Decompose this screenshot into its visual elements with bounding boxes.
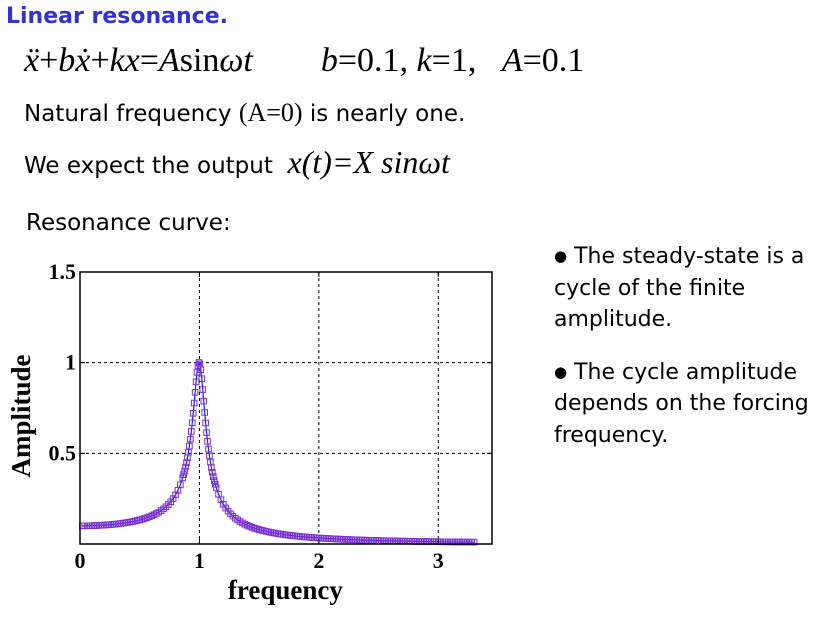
data-point [470,538,478,546]
y-axis-label: Amplitude [6,354,36,477]
data-point [206,452,213,460]
natural-frequency-text: Natural frequency (A=0) is nearly one. [24,98,466,127]
data-point [209,473,217,481]
series-line [82,361,475,543]
data-point [202,419,209,427]
data-point [195,359,203,366]
x-axis-label: frequency [228,575,343,605]
bullet-item-1: ●The steady-state is a cycle of the fini… [554,244,805,332]
data-point [182,463,189,471]
bullet-dot-icon: ● [554,247,568,265]
data-point [203,429,210,436]
data-point [210,477,218,484]
bullet-item-2: ●The cycle amplitude depends on the forc… [554,359,809,448]
expected-output-text: We expect the output x(t)=X sinωt [24,144,450,180]
y-tick-label: 1.5 [49,259,77,284]
slide-title: Linear resonance. [6,4,228,29]
data-point [186,442,193,450]
expected-output-math: x(t)=X sinωt [287,144,450,180]
data-point [189,409,197,417]
equation-of-motion: ẍ+bẋ+kx=Asinωt b=0.1, k=1, A=0.1 [24,42,585,79]
y-tick-label: 1 [65,350,76,375]
y-tick-label: 0.5 [49,440,77,465]
data-point [191,389,199,396]
data-point [200,397,208,405]
data-point [183,459,190,466]
data-point [185,448,192,456]
data-point [188,419,196,427]
data-point [212,484,220,491]
data-point [209,469,216,476]
data-point [180,471,187,478]
data-point [197,366,205,374]
data-point [199,386,207,393]
data-point [187,435,194,443]
x-tick-label: 2 [313,548,324,573]
data-point [201,409,208,416]
bullet-list: ●The steady-state is a cycle of the fini… [554,241,816,472]
plot-frame [79,271,493,545]
x-tick-label: 0 [75,548,86,573]
data-point [204,438,211,445]
data-point [177,481,184,489]
bullet-dot-icon: ● [554,362,568,381]
data-point [198,375,206,383]
x-tick-label: 1 [194,548,205,573]
data-point [205,445,212,453]
data-point [208,464,215,471]
natural-frequency-math: (A=0) [238,98,303,127]
data-point [181,467,188,475]
data-point [187,428,195,435]
x-tick-label: 3 [433,548,444,573]
resonance-curve-heading: Resonance curve: [26,210,231,236]
data-point [190,399,198,407]
